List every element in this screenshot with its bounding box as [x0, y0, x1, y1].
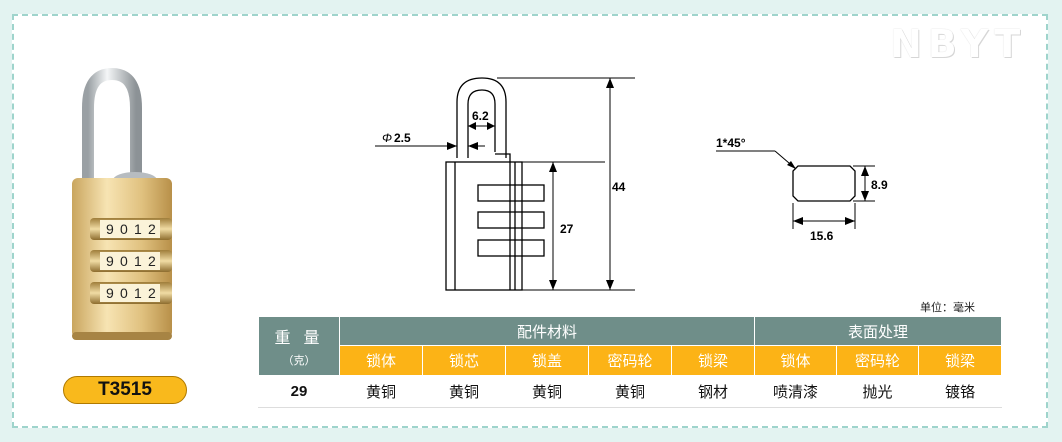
column-header: 锁梁 [918, 345, 1002, 376]
table-cell: 喷清漆 [754, 375, 837, 408]
wheel-digit: 2 [148, 221, 156, 237]
table-cell: 黄铜 [505, 375, 589, 408]
column-header: 锁体 [754, 345, 837, 376]
table-cell: 黄铜 [588, 375, 672, 408]
wheel-digit: 2 [148, 285, 156, 301]
wheel-digit: 9 [106, 221, 114, 237]
wheel-digit: 2 [148, 253, 156, 269]
dim-total-height: 44 [612, 180, 626, 194]
wheel-row-1: 9 0 1 2 [90, 218, 172, 240]
wheel-digit: 9 [106, 285, 114, 301]
table-cell: 黄铜 [339, 375, 423, 408]
product-image: 9 0 1 2 9 0 1 2 9 0 1 2 [72, 68, 172, 340]
table-cell: 钢材 [671, 375, 755, 408]
wheel-digit: 0 [120, 253, 128, 269]
weight-header-cell: 重 量 （克） [258, 316, 340, 376]
column-header: 锁梁 [671, 345, 755, 376]
table-cell: 抛光 [836, 375, 919, 408]
brand-watermark: NBYT [890, 22, 1027, 66]
column-header: 密码轮 [588, 345, 672, 376]
unit-note: 单位：毫米 [920, 301, 975, 314]
wheel-digit: 0 [120, 221, 128, 237]
wheel-digit: 1 [134, 253, 142, 269]
wheel-digit: 1 [134, 285, 142, 301]
dim-diameter: 2.5 [394, 131, 411, 145]
table-row: 29 黄铜 黄铜 黄铜 黄铜 钢材 喷清漆 抛光 镀铬 [258, 375, 1002, 408]
weight-value: 29 [258, 375, 340, 408]
dim-wheel-width: 15.6 [810, 229, 834, 243]
wheel-row-3: 9 0 1 2 [90, 282, 172, 304]
front-view-drawing: 44 27 6.2 Φ 2.5 [375, 77, 635, 291]
column-header: 锁体 [339, 345, 423, 376]
wheel-digit: 9 [106, 253, 114, 269]
spec-table: 重 量 （克） 配件材料 表面处理 锁体 锁芯 锁盖 密码轮 锁梁 锁体 密码轮… [258, 316, 1002, 408]
column-header: 锁盖 [505, 345, 589, 376]
dim-chamfer: 1*45° [716, 136, 746, 150]
dim-body-height: 27 [560, 222, 574, 236]
dim-wheel-height: 8.9 [871, 178, 888, 192]
table-cell: 镀铬 [918, 375, 1002, 408]
wheel-digit: 0 [120, 285, 128, 301]
weight-unit: （克） [282, 354, 316, 367]
column-header: 锁芯 [422, 345, 506, 376]
group-surface-header: 表面处理 [754, 316, 1002, 346]
model-badge: T3515 [63, 376, 187, 404]
wheel-row-2: 9 0 1 2 [90, 250, 172, 272]
table-cell: 黄铜 [422, 375, 506, 408]
diameter-symbol: Φ [382, 131, 392, 145]
wheel-digit: 1 [134, 221, 142, 237]
dim-shackle-width: 6.2 [472, 109, 489, 123]
group-parts-header: 配件材料 [339, 316, 755, 346]
column-header: 密码轮 [836, 345, 919, 376]
weight-header: 重 量 [274, 328, 324, 347]
wheel-profile-drawing: 1*45° 8.9 15.6 [716, 136, 888, 243]
